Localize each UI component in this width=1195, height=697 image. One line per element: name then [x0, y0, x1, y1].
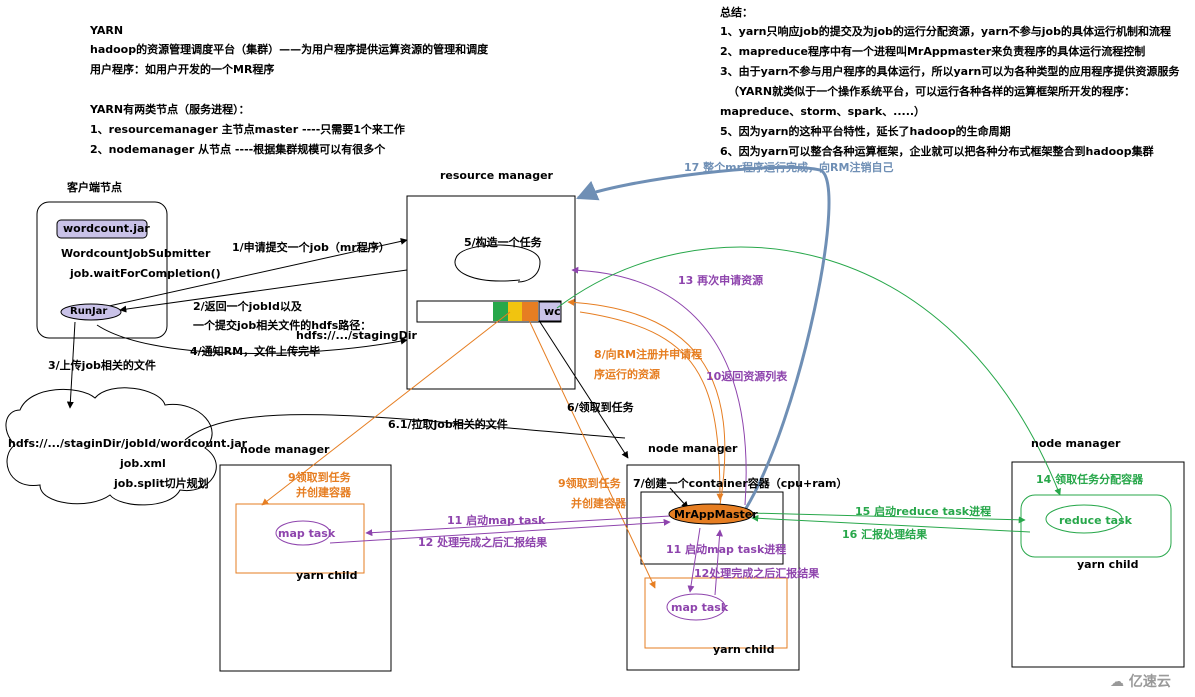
step-2b: 一个提交job相关文件的hdfs路径： [193, 319, 372, 332]
nm1-title: node manager [240, 443, 330, 456]
summary-5: mapreduce、storm、spark、.....） [720, 105, 926, 118]
nm2-map-task: map task [671, 601, 729, 614]
step-15: 15 启动reduce task进程 [855, 505, 992, 518]
step-8a: 8/向RM注册并申请程 [594, 348, 703, 361]
map-task-oval-2 [666, 593, 726, 621]
rm-wc: wc [544, 305, 561, 318]
nm2-title: node manager [648, 442, 738, 455]
step-3: 3/上传job相关的文件 [48, 359, 156, 372]
summary-7: 6、因为yarn可以整合各种运算框架，企业就可以把各种分布式框架整合到hadoo… [720, 145, 1154, 158]
rm-title: resource manager [440, 169, 553, 182]
map-task-oval-1 [275, 520, 331, 546]
summary-title: 总结： [720, 6, 753, 19]
watermark-logo: ☁ 亿速云 [1110, 675, 1171, 689]
step-7: 7/创建一个container容器（cpu+ram） [633, 477, 848, 490]
step-4: 4/通知RM，文件上传完毕 [190, 345, 321, 358]
step-16: 16 汇报处理结果 [842, 528, 928, 541]
watermark-text: 亿速云 [1128, 674, 1171, 690]
hdfs-xml: job.xml [120, 457, 166, 470]
step-12b: 12处理完成之后汇报结果 [694, 567, 820, 580]
intro-title: YARN [90, 24, 124, 37]
hdfs-path: hdfs://.../staginDir/jobId/wordcount.jar [8, 437, 248, 450]
intro-line2: 用户程序：如用户开发的一个MR程序 [90, 63, 275, 76]
hdfs-cloud [5, 387, 217, 506]
client-node-box [36, 201, 168, 339]
step-1: 1/申请提交一个job（mr程序） [232, 241, 390, 254]
nm2-yarn-child: yarn child [713, 643, 775, 656]
step-6: 6/领取到任务 [567, 401, 634, 414]
appmaster-oval [668, 503, 754, 525]
step-2a: 2/返回一个jobId以及 [193, 300, 302, 313]
cloud-icon: ☁ [1110, 674, 1124, 690]
job-submitter: WordcountJobSubmitter [61, 247, 211, 260]
wordcount-jar: wordcount.jar [63, 222, 150, 235]
rm-task-label: 5/构造一个任务 [464, 236, 542, 249]
nm1-container [235, 503, 365, 574]
nm3-container [1020, 494, 1172, 558]
wait-for-completion: job.waitForCompletion() [70, 267, 221, 280]
nm3-title: node manager [1031, 437, 1121, 450]
summary-1: 1、yarn只响应job的提交及为job的运行分配资源，yarn不参与job的具… [720, 25, 1171, 38]
summary-4: （YARN就类似于一个操作系统平台，可以运行各种各样的运算框架所开发的程序： [728, 85, 1136, 98]
intro-nodes-title: YARN有两类节点（服务进程）： [90, 103, 250, 116]
runjar-label: RunJar [70, 306, 108, 317]
step-12a: 12 处理完成之后汇报结果 [418, 536, 548, 549]
step-10: 10返回资源列表 [706, 370, 788, 383]
step-13: 13 再次申请资源 [678, 274, 764, 287]
step-8b: 序运行的资源 [594, 368, 660, 381]
step-2c: hdfs://.../stagingDir [296, 329, 417, 342]
step-11b: 11 启动map task进程 [666, 543, 787, 556]
summary-3: 3、由于yarn不参与用户程序的具体运行，所以yarn可以为各种类型的应用程序提… [720, 65, 1180, 78]
step-6-1: 6.1/拉取job相关的文件 [388, 418, 508, 431]
nm2-appmaster-container [640, 491, 784, 565]
nm3-reduce-task: reduce task [1059, 514, 1132, 527]
summary-6: 5、因为yarn的这种平台特性，延长了hadoop的生命周期 [720, 125, 1011, 138]
nm1-map-task: map task [278, 527, 336, 540]
step-17: 17 整个mr程序运行完成，向RM注销自己 [684, 161, 894, 174]
reduce-task-oval [1045, 504, 1123, 534]
runjar-oval [60, 303, 122, 321]
nm3-box [1011, 461, 1185, 668]
hdfs-split: job.split切片规划 [114, 477, 209, 490]
nm1-yarn-child: yarn child [296, 569, 358, 582]
intro-node2: 2、nodemanager 从节点 ----根据集群规模可以有很多个 [90, 143, 386, 156]
step-9a: 9领取到任务 [288, 471, 351, 484]
nm1-box [219, 464, 392, 672]
nm2-box [626, 464, 800, 671]
intro-line1: hadoop的资源管理调度平台（集群）——为用户程序提供运算资源的管理和调度 [90, 43, 489, 56]
nm2-appmaster: MrAppMaster [674, 508, 758, 521]
client-title: 客户端节点 [67, 181, 122, 194]
nm3-yarn-child: yarn child [1077, 558, 1139, 571]
intro-node1: 1、resourcemanager 主节点master ----只需要1个来工作 [90, 123, 405, 136]
step-9c: 9领取到任务 [558, 477, 621, 490]
rm-box [406, 195, 576, 390]
step-14: 14 领取任务分配容器 [1036, 473, 1144, 486]
step-9d: 并创建容器 [571, 497, 626, 510]
step-9b: 并创建容器 [296, 486, 351, 499]
step-11a: 11 启动map task [447, 514, 546, 527]
summary-2: 2、mapreduce程序中有一个进程叫MrAppmaster来负责程序的具体运… [720, 45, 1146, 58]
